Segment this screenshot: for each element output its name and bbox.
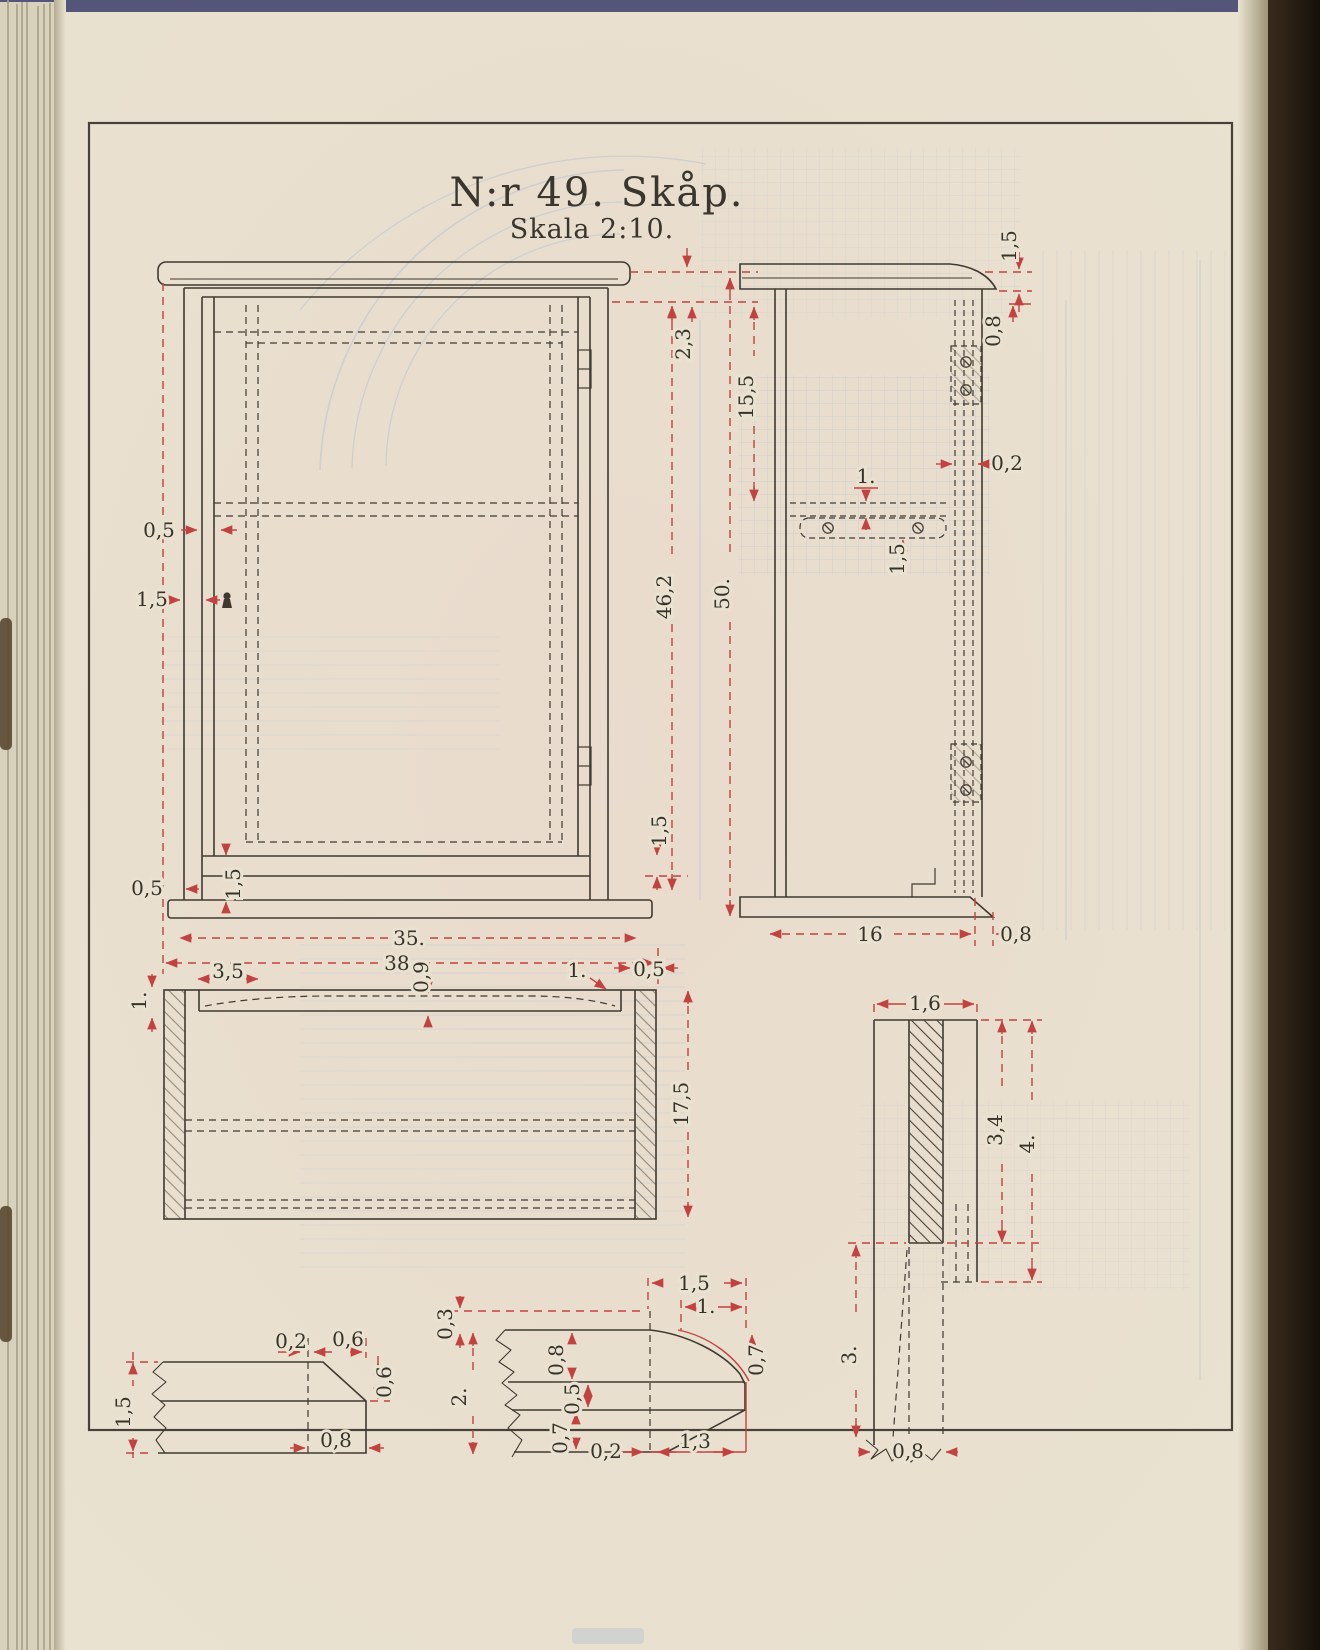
dim-label: 0,2 (991, 451, 1023, 475)
dim-label: 35. (393, 926, 425, 950)
cabinet-body (183, 287, 609, 900)
dim-label: 46,2 (652, 575, 676, 620)
dim-label: 3. (837, 1345, 861, 1364)
hinge-icon (577, 746, 592, 786)
dim-label: 0,7 (744, 1344, 768, 1376)
break-line (151, 1361, 167, 1454)
dim-label: 0,5 (633, 957, 665, 981)
plan-section-view (163, 989, 657, 1220)
dim-label: 2,3 (671, 328, 695, 360)
hanging-block (950, 743, 982, 803)
base-profile-detail (495, 1311, 746, 1458)
dimension-lines (126, 248, 1042, 1458)
dim-label: 15,5 (734, 375, 758, 420)
dim-label: 0,8 (544, 1344, 568, 1376)
cornice-profile (739, 263, 998, 290)
binding-recess (0, 618, 12, 750)
shelf-cleat (799, 517, 947, 539)
cornice (157, 261, 631, 286)
dim-label: 1. (127, 991, 151, 1010)
dim-label: 1. (856, 464, 875, 488)
dim-label: 1,3 (679, 1429, 711, 1453)
dim-label: 1. (696, 1294, 715, 1318)
dim-label: 0,8 (1000, 922, 1032, 946)
dim-label: 0,2 (275, 1329, 307, 1353)
dim-label: 1,5 (647, 815, 671, 847)
dim-label: 1. (567, 958, 586, 982)
plinth (167, 899, 653, 919)
dim-label: 1,5 (111, 1396, 135, 1428)
dim-label: 0,5 (131, 876, 163, 900)
dim-label: 0,6 (332, 1327, 364, 1351)
binding-recess (0, 1206, 12, 1342)
side-view (739, 263, 998, 918)
dim-label: 0,5 (143, 518, 175, 542)
dim-label: 2. (447, 1387, 471, 1406)
dim-label: 0,5 (560, 1383, 584, 1415)
hidden-lines (185, 995, 635, 1209)
dim-label: 0,8 (320, 1428, 352, 1452)
break-line (865, 1439, 942, 1463)
dim-label: 0,3 (433, 1308, 457, 1340)
dim-label: 1,5 (678, 1271, 710, 1295)
dim-label: 50. (710, 578, 734, 610)
dim-label: 3,5 (212, 959, 244, 983)
dim-label: 16 (857, 922, 882, 946)
drawing-title: N:r 49. Skåp. (449, 170, 744, 216)
dim-label: 3,4 (983, 1114, 1007, 1146)
hanging-block (950, 345, 982, 405)
dim-label: 0,6 (372, 1366, 396, 1398)
dim-label: 38. (384, 951, 416, 975)
dim-label: 0,2 (590, 1439, 622, 1463)
dim-label: 1,5 (997, 230, 1021, 262)
drawing-scale: Skala 2:10. (510, 214, 674, 245)
dim-label: 1,5 (221, 868, 245, 900)
dimension-labels: 0,5 1,5 2,3 46,2 50. 15,5 1,5 0,5 1,5 35… (108, 227, 1042, 1466)
glass-groove-hatch (909, 1020, 943, 1243)
dim-label: 0,7 (548, 1422, 572, 1454)
stile-section-detail (865, 1019, 978, 1463)
front-view (157, 261, 653, 919)
dim-label: 17,5 (669, 1082, 693, 1127)
dim-label: 4. (1015, 1134, 1039, 1153)
dim-label: 0,8 (892, 1439, 924, 1463)
dim-label: 1,6 (909, 991, 941, 1015)
hinge-icon (577, 349, 592, 389)
dim-label: 1,5 (885, 543, 909, 575)
dim-label: 0,9 (409, 961, 433, 993)
hidden-lines (214, 305, 578, 843)
book-page-stack (0, 0, 66, 1650)
book-cover-right-edge (1268, 0, 1320, 1650)
side-panel (774, 289, 983, 897)
page-right-shadow (1238, 0, 1272, 1650)
dim-label: 1,5 (136, 587, 168, 611)
keyhole-icon (222, 592, 232, 608)
break-line (495, 1329, 523, 1458)
cornice-profile-detail (151, 1338, 367, 1454)
drawing-border-frame (87, 121, 1234, 1432)
dim-label: 0,8 (981, 315, 1005, 347)
